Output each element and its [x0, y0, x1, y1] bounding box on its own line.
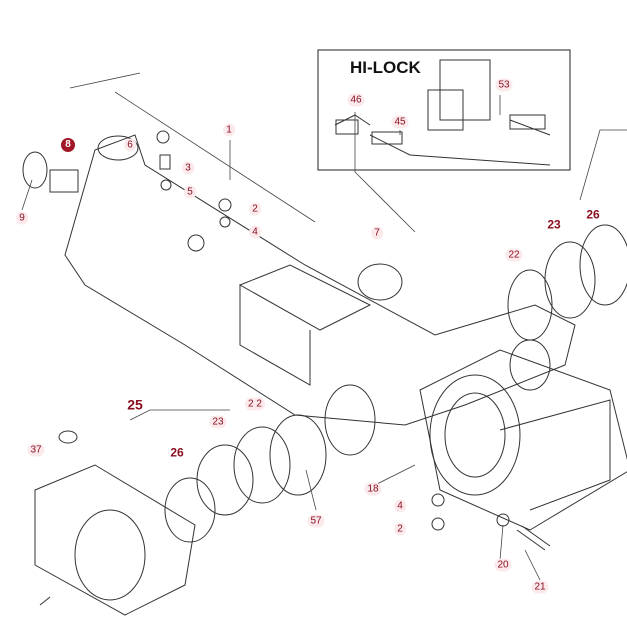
leader-lines	[21, 72, 627, 581]
callout-9[interactable]: 9	[16, 211, 28, 225]
callout-22[interactable]: 22	[505, 248, 523, 262]
small-hardware	[39, 130, 551, 606]
callout-8-selected[interactable]: 8	[61, 138, 75, 152]
callout-23[interactable]: 23	[547, 217, 561, 232]
inset-title: HI-LOCK	[350, 58, 421, 77]
callout-3[interactable]: 3	[182, 161, 194, 175]
callout-23-lower[interactable]: 23	[209, 415, 227, 429]
hi-lock-inset-frame	[317, 49, 571, 171]
callout-45[interactable]: 45	[391, 115, 409, 129]
callout-20[interactable]: 20	[494, 558, 512, 572]
callout-37[interactable]: 37	[27, 443, 45, 457]
callout-2[interactable]: 2	[249, 202, 261, 216]
callout-18[interactable]: 18	[364, 482, 382, 496]
callout-6[interactable]: 6	[124, 138, 136, 152]
callout-2-lower[interactable]: 2	[394, 522, 406, 536]
callout-53[interactable]: 53	[495, 78, 513, 92]
steering-knuckle-bracket	[34, 430, 196, 616]
callout-1[interactable]: 1	[223, 123, 235, 137]
callout-26[interactable]: 26	[586, 207, 600, 222]
callout-25[interactable]: 25	[127, 396, 143, 413]
callout-22-lower[interactable]: 2 2	[245, 397, 265, 411]
callout-7[interactable]: 7	[371, 226, 383, 240]
callout-57[interactable]: 57	[307, 514, 325, 528]
axle-housing	[64, 134, 627, 531]
callout-46[interactable]: 46	[347, 93, 365, 107]
callout-4[interactable]: 4	[249, 225, 261, 239]
callout-26-lower[interactable]: 26	[170, 445, 184, 460]
callout-21[interactable]: 21	[531, 580, 549, 594]
callout-5[interactable]: 5	[184, 185, 196, 199]
callout-4-lower[interactable]: 4	[394, 499, 406, 513]
seals-and-rings	[22, 151, 627, 543]
